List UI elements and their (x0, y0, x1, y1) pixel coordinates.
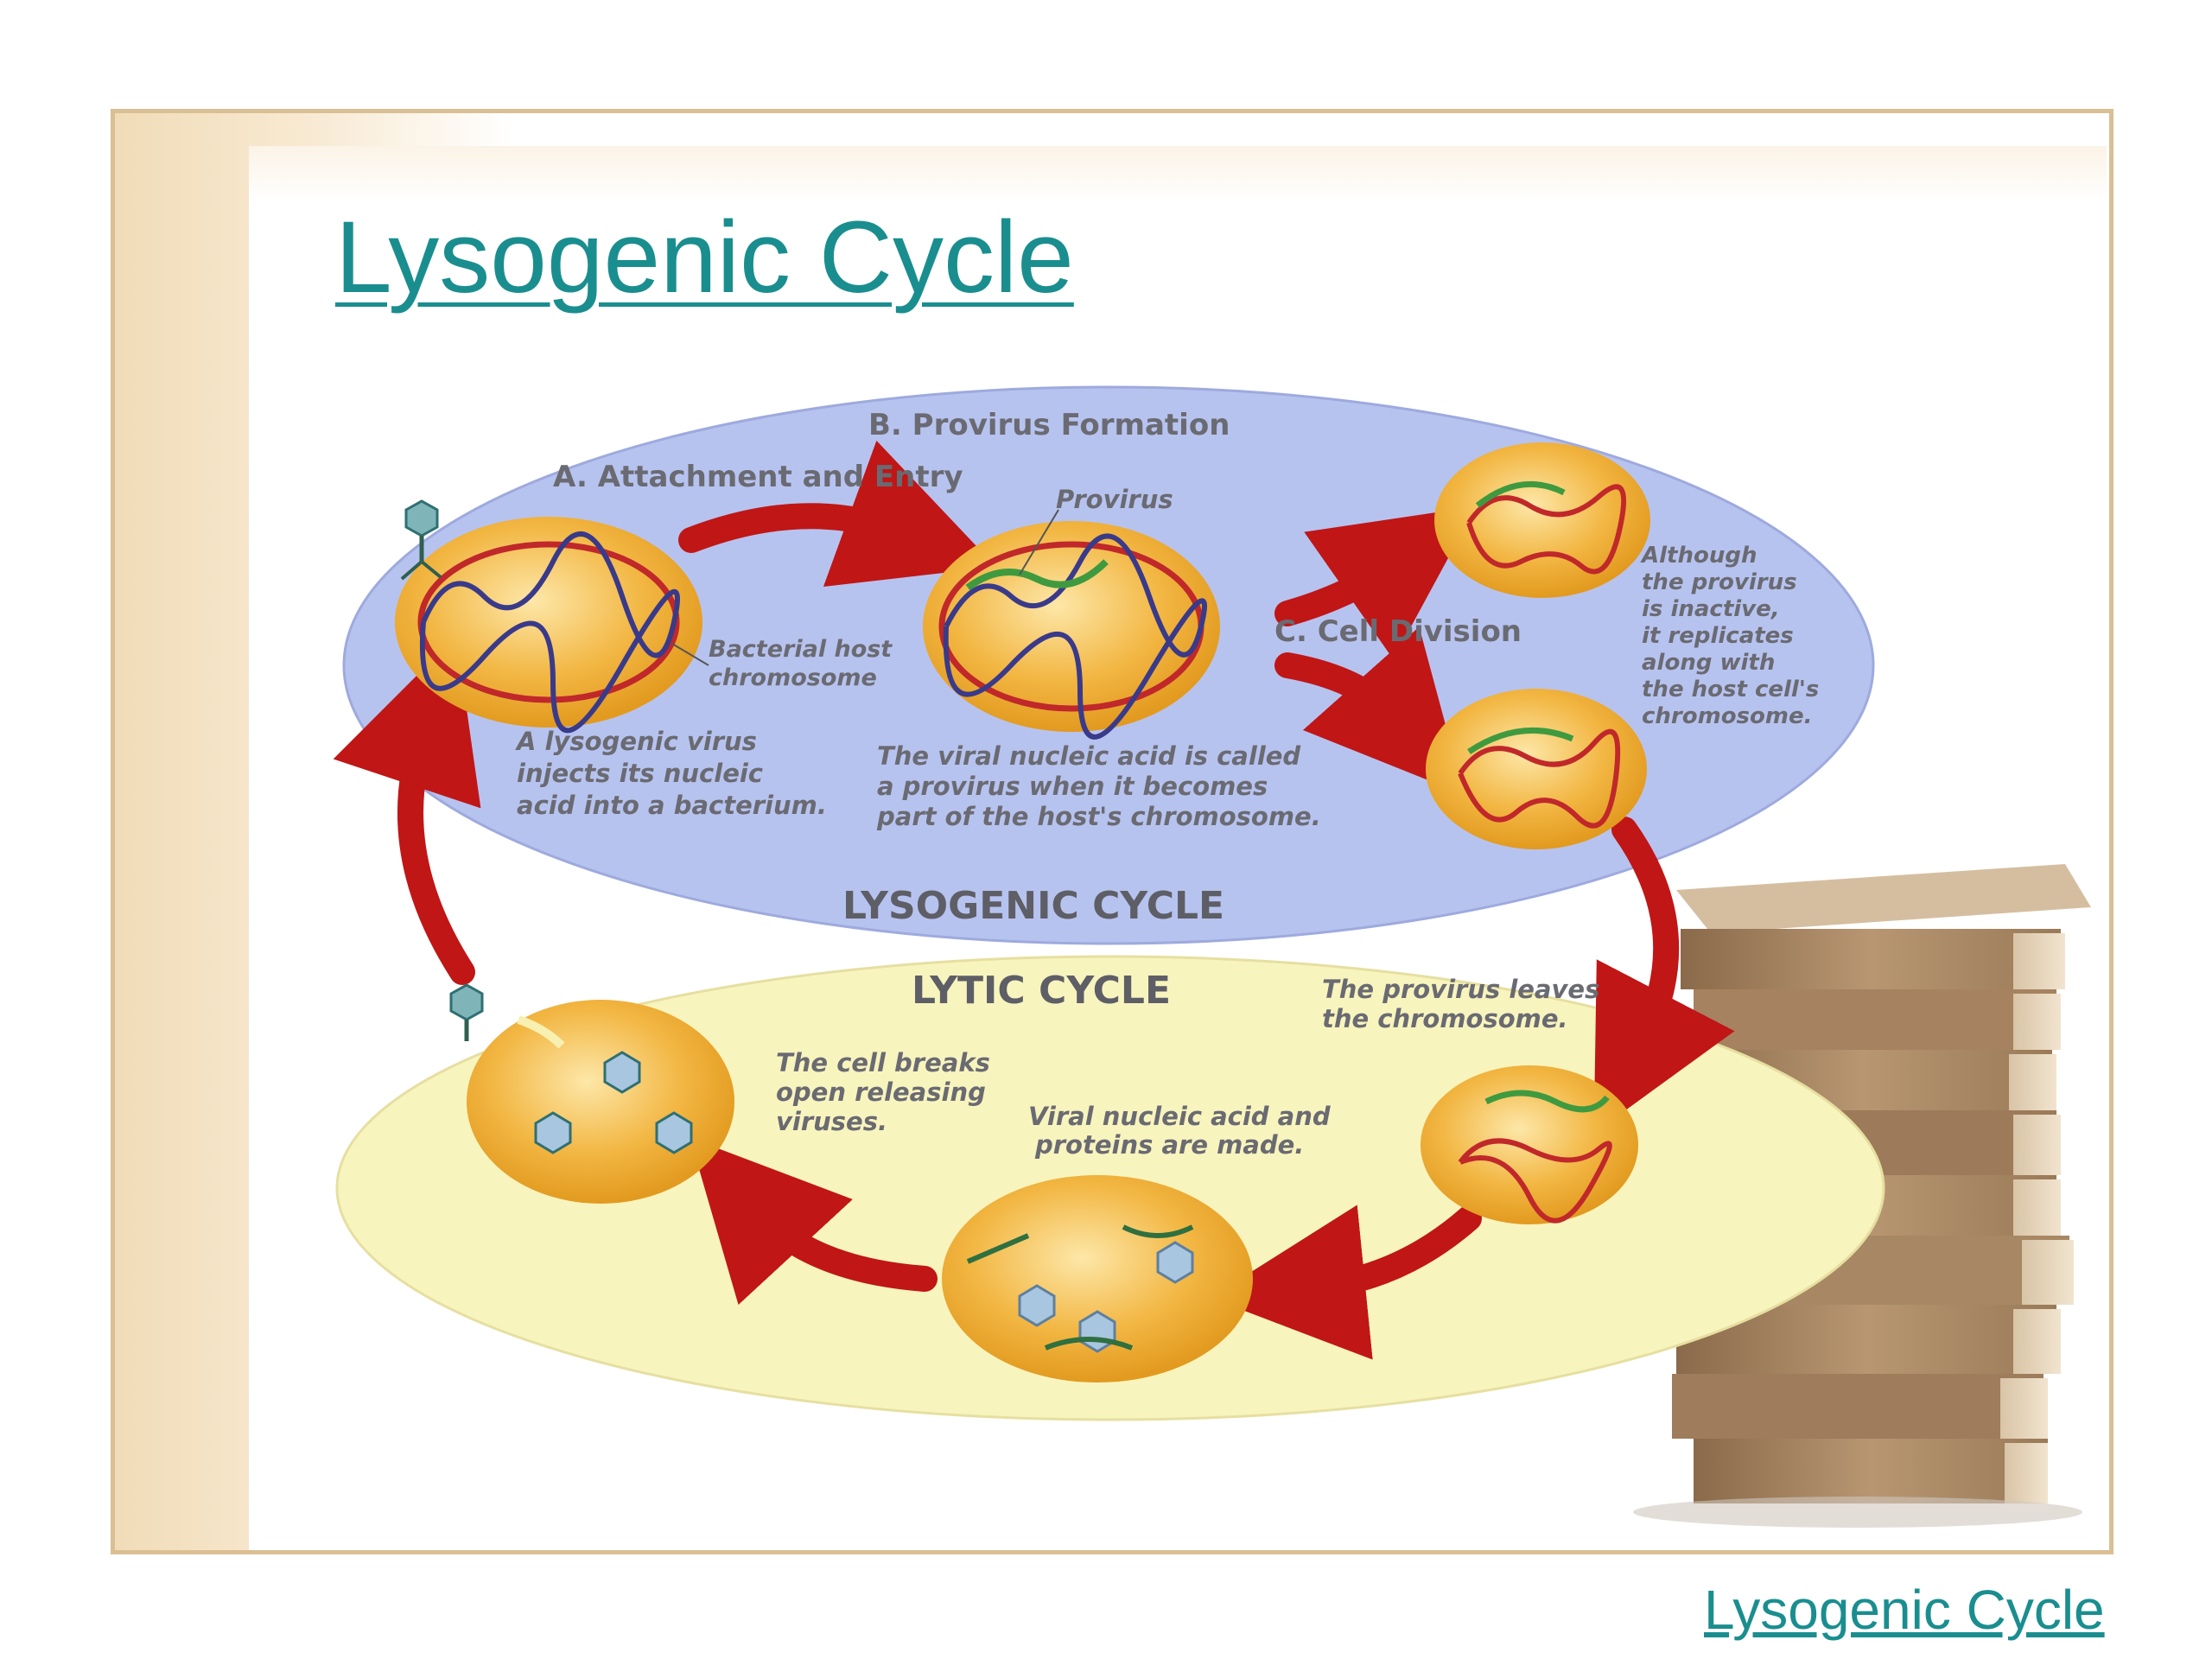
label-provirus: Provirus (1056, 485, 1173, 514)
label-bacterial-host-1: Bacterial host (709, 636, 893, 663)
breaks-line: viruses. (776, 1107, 887, 1136)
cell-viral-parts-made (942, 1175, 1253, 1382)
label-lysogenic-cycle: LYSOGENIC CYCLE (842, 884, 1224, 928)
provirus-desc-line: The viral nucleic acid is called (877, 741, 1300, 771)
made-line: proteins are made. (1034, 1130, 1304, 1160)
host-chromosome-pointer-line (671, 643, 709, 666)
provirus-pointer-line (1019, 509, 1059, 575)
replicates-line: the host cell's (1642, 677, 1819, 702)
arrow-b-to-c-bottom (1274, 626, 1465, 795)
cell-bursting (467, 1000, 734, 1204)
cell-division-top (1434, 442, 1650, 598)
breaks-line: The cell breaks (776, 1048, 990, 1077)
text-replicates: Although the provirus is inactive, it re… (1640, 543, 1819, 729)
text-inject: A lysogenic virus injects its nucleic ac… (515, 727, 827, 820)
inject-line: A lysogenic virus (515, 727, 757, 756)
arrow-leave-to-made (1210, 1205, 1482, 1360)
arrow-a-to-b (678, 440, 996, 588)
slide-title-link[interactable]: Lysogenic Cycle (335, 200, 1074, 315)
footer-link[interactable]: Lysogenic Cycle (1704, 1579, 2105, 1641)
cell-division-bottom (1426, 689, 1647, 849)
replicates-line: is inactive, (1642, 596, 1780, 622)
released-phage-icon (449, 983, 484, 1041)
arrow-burst-to-attach (333, 636, 481, 985)
text-cell-breaks: The cell breaks open releasing viruses. (776, 1048, 990, 1136)
inject-line: injects its nucleic (517, 759, 763, 788)
label-attachment-entry: A. Attachment and Entry (553, 460, 963, 494)
made-line: Viral nucleic acid and (1028, 1102, 1331, 1131)
arrow-b-to-c-top (1274, 506, 1477, 660)
leaves-line: The provirus leaves (1322, 975, 1599, 1004)
inject-line: acid into a bacterium. (517, 791, 827, 820)
replicates-line: chromosome. (1642, 703, 1813, 729)
provirus-desc-line: a provirus when it becomes (877, 772, 1268, 801)
provirus-desc-line: part of the host's chromosome. (876, 802, 1321, 831)
text-viral-made: Viral nucleic acid and proteins are made… (1028, 1102, 1331, 1160)
arrow-made-to-burst (690, 1137, 938, 1306)
replicates-line: the provirus (1642, 569, 1797, 595)
cell-provirus-leaving (1421, 1065, 1638, 1224)
text-provirus-desc: The viral nucleic acid is called a provi… (876, 741, 1321, 831)
replicates-line: it replicates (1642, 623, 1794, 649)
label-cell-division: C. Cell Division (1274, 614, 1522, 649)
cell-attachment (395, 517, 702, 734)
label-provirus-formation: B. Provirus Formation (868, 408, 1230, 442)
label-bacterial-host-2: chromosome (709, 664, 877, 691)
breaks-line: open releasing (776, 1077, 986, 1107)
cell-provirus (923, 521, 1220, 740)
phage-virus-icon (400, 499, 442, 581)
label-lytic-cycle: LYTIC CYCLE (912, 969, 1171, 1013)
text-provirus-leaves: The provirus leaves the chromosome. (1322, 975, 1599, 1033)
leaves-line: the chromosome. (1322, 1004, 1568, 1033)
replicates-line: Although (1640, 543, 1757, 569)
replicates-line: along with (1642, 650, 1775, 676)
arrow-c-to-lytic (1593, 817, 1735, 1134)
